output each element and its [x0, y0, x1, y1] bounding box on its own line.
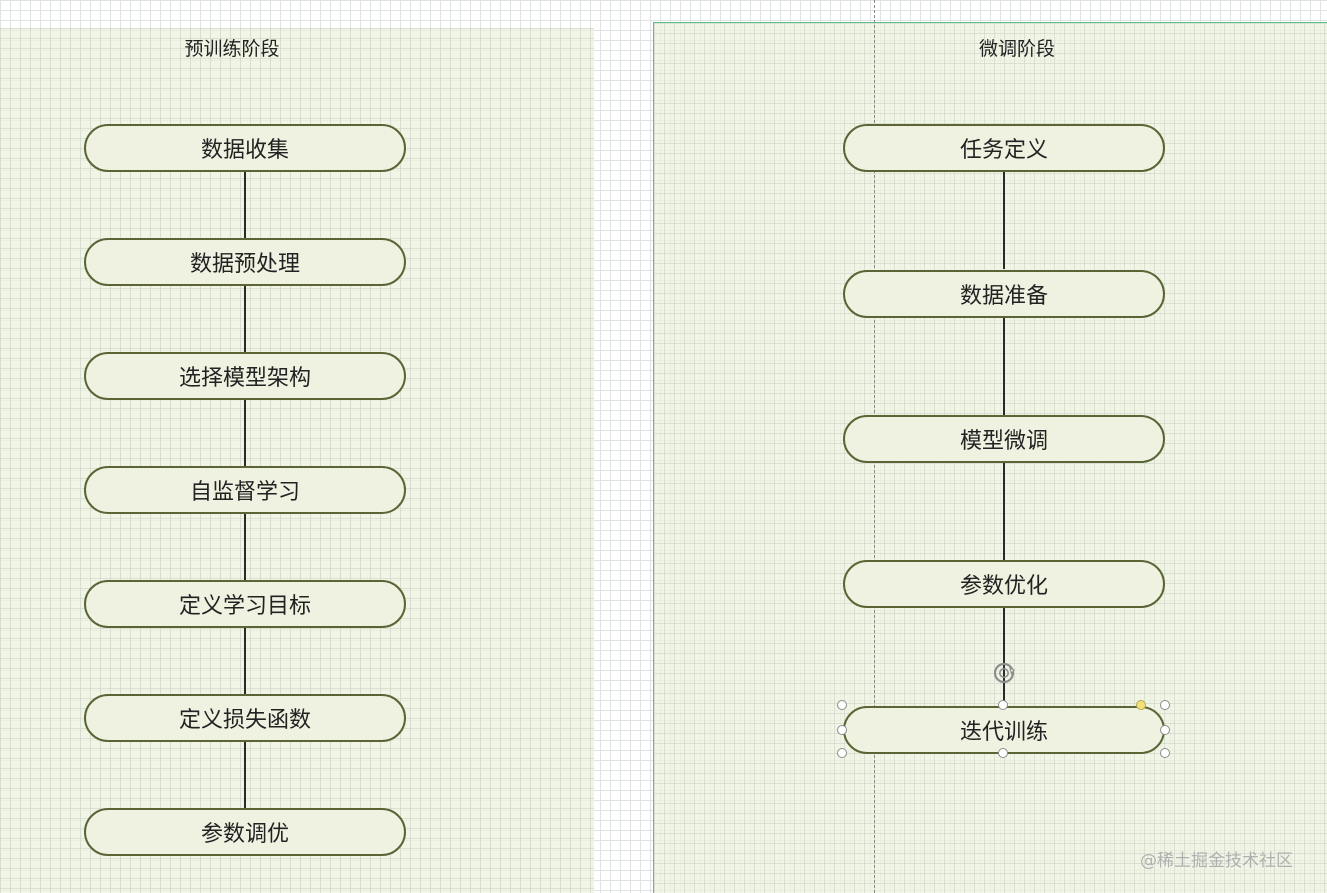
- step-parameter-optimization[interactable]: 参数优化: [843, 560, 1165, 608]
- resize-handle-bottom-left[interactable]: [837, 748, 847, 758]
- connector-line: [244, 514, 246, 580]
- step-model-finetuning[interactable]: 模型微调: [843, 415, 1165, 463]
- connector-line: [1003, 463, 1005, 560]
- step-define-objective[interactable]: 定义学习目标: [84, 580, 406, 628]
- step-parameter-tuning[interactable]: 参数调优: [84, 808, 406, 856]
- lane-title-finetuning: 微调阶段: [978, 38, 1055, 60]
- step-define-loss[interactable]: 定义损失函数: [84, 694, 406, 742]
- resize-handle-bottom[interactable]: [998, 748, 1008, 758]
- pretraining-lane[interactable]: [0, 28, 594, 893]
- connector-line: [244, 742, 246, 808]
- resize-handle-top-left[interactable]: [837, 700, 847, 710]
- connector-line: [1003, 172, 1005, 269]
- step-data-preparation[interactable]: 数据准备: [843, 270, 1165, 318]
- connector-line: [1003, 318, 1005, 415]
- connector-line: [244, 628, 246, 694]
- step-task-definition[interactable]: 任务定义: [843, 124, 1165, 172]
- step-data-preprocessing[interactable]: 数据预处理: [84, 238, 406, 286]
- resize-handle-top-right[interactable]: [1160, 700, 1170, 710]
- step-data-collection[interactable]: 数据收集: [84, 124, 406, 172]
- watermark: @稀土掘金技术社区: [1140, 851, 1293, 871]
- shape-adjust-handle[interactable]: [1136, 700, 1146, 710]
- step-self-supervised-learning[interactable]: 自监督学习: [84, 466, 406, 514]
- connector-line: [244, 286, 246, 352]
- connector-line: [1003, 608, 1005, 705]
- step-select-architecture[interactable]: 选择模型架构: [84, 352, 406, 400]
- resize-handle-left[interactable]: [837, 725, 847, 735]
- connector-line: [244, 172, 246, 238]
- connector-line: [244, 400, 246, 466]
- lane-title-pretraining: 预训练阶段: [184, 38, 280, 60]
- step-iterative-training[interactable]: 迭代训练: [843, 706, 1165, 754]
- resize-handle-bottom-right[interactable]: [1160, 748, 1170, 758]
- resize-handle-right[interactable]: [1160, 725, 1170, 735]
- rotate-icon[interactable]: [991, 660, 1017, 686]
- resize-handle-top[interactable]: [998, 700, 1008, 710]
